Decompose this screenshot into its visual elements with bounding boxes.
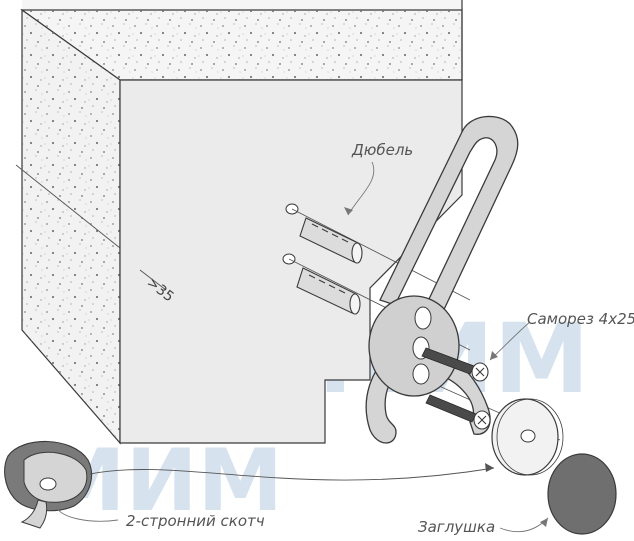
tape-label: 2-стронний скотч: [126, 512, 265, 530]
washer-disc: [491, 398, 564, 476]
dowel-lower: [296, 267, 361, 315]
cap-label: Заглушка: [418, 518, 495, 536]
wall-block: [20, 0, 463, 445]
tape-to-washer-arrow: [89, 467, 495, 481]
dowel-label: Дюбель: [351, 141, 413, 159]
dowel-upper: [299, 217, 363, 264]
tape-leader: [55, 505, 119, 522]
tape-pad: [4, 440, 92, 529]
screw-upper: [421, 347, 489, 382]
screw-label: Саморез 4х25: [527, 310, 634, 328]
cap-disc: [547, 453, 617, 535]
screw-lower: [425, 394, 491, 430]
cap-leader: [499, 517, 549, 532]
